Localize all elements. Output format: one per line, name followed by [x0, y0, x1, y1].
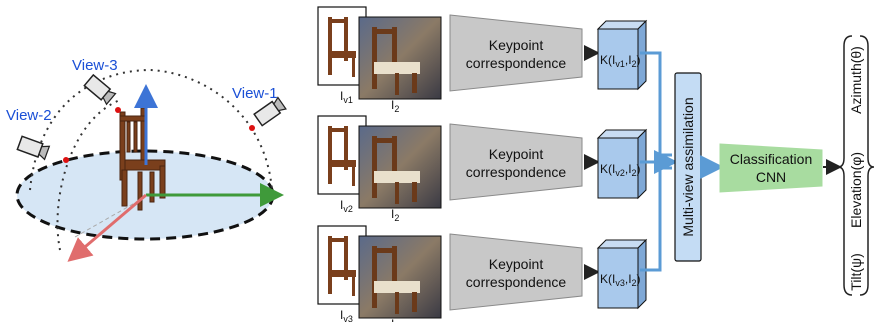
assimilation-connectors: [640, 51, 678, 272]
correspondence-volume-label: K(Iv3,I2): [600, 272, 641, 288]
classification-cnn-block: Classification CNN: [719, 143, 823, 193]
viewpoint-scene: View-1 View-2 View-3: [6, 57, 287, 262]
keypoint-label-line1: Keypoint: [489, 37, 544, 53]
view-point-3: [115, 107, 121, 113]
camera-icon: [253, 96, 287, 127]
camera-icon: [83, 73, 117, 106]
photo-image: [358, 235, 442, 319]
correspondence-volume-label: K(Iv2,I2): [600, 162, 641, 178]
photo-label: I2: [391, 207, 399, 223]
correspondence-volume-label: K(Iv1,I2): [600, 53, 641, 69]
correspondence-volume-box: [596, 19, 648, 91]
output-elevation: Elevation(φ): [848, 152, 864, 228]
keypoint-correspondence-block: [449, 123, 583, 201]
correspondence-volume-box: [596, 128, 648, 200]
keypoint-label-line2: correspondence: [466, 274, 567, 290]
rendered-view-label: Iv2: [340, 198, 353, 214]
keypoint-correspondence-block: [449, 233, 583, 311]
keypoint-label-line2: correspondence: [466, 164, 567, 180]
correspondence-volume-box: [596, 238, 648, 310]
rendered-view-label: Iv3: [340, 308, 353, 322]
view-label-2: View-2: [6, 107, 52, 124]
output-tilt: Tilt(ψ): [848, 253, 864, 290]
cnn-label-line2: CNN: [756, 169, 786, 185]
rendered-view-label: Iv1: [340, 89, 353, 105]
photo-label: I2: [391, 317, 399, 322]
photo-chair-icon: [372, 136, 420, 204]
cnn-label-line1: Classification: [730, 151, 812, 167]
rendered-chair-icon: [328, 236, 356, 296]
photo-chair-icon: [372, 246, 420, 314]
projection-line: [74, 199, 141, 238]
view-label-1: View-1: [232, 85, 278, 102]
output-bracket: Azimuth(θ) Elevation(φ) Tilt(ψ): [837, 35, 875, 296]
camera-icon: [16, 135, 51, 161]
rendered-chair-icon: [328, 17, 356, 77]
photo-chair-icon: [372, 27, 420, 95]
keypoint-label-line1: Keypoint: [489, 256, 544, 272]
assimilation-label: Multi-view assimilation: [680, 97, 696, 236]
axis-out: [67, 193, 147, 262]
rendered-chair-icon: [328, 126, 356, 186]
view-point-1: [249, 125, 255, 131]
output-azimuth: Azimuth(θ): [848, 46, 864, 114]
view-label-3: View-3: [72, 57, 118, 74]
multi-view-assimilation-block: Multi-view assimilation: [674, 72, 702, 262]
view-point-2: [63, 157, 69, 163]
photo-image: [358, 125, 442, 209]
keypoint-correspondence-block: [449, 14, 583, 92]
keypoint-label-line2: correspondence: [466, 55, 567, 71]
pipeline-row: Iv3I2 Keypoint correspondence K(Iv3,I2): [317, 225, 648, 322]
keypoint-label-line1: Keypoint: [489, 146, 544, 162]
photo-label: I2: [391, 98, 399, 114]
photo-image: [358, 16, 442, 100]
